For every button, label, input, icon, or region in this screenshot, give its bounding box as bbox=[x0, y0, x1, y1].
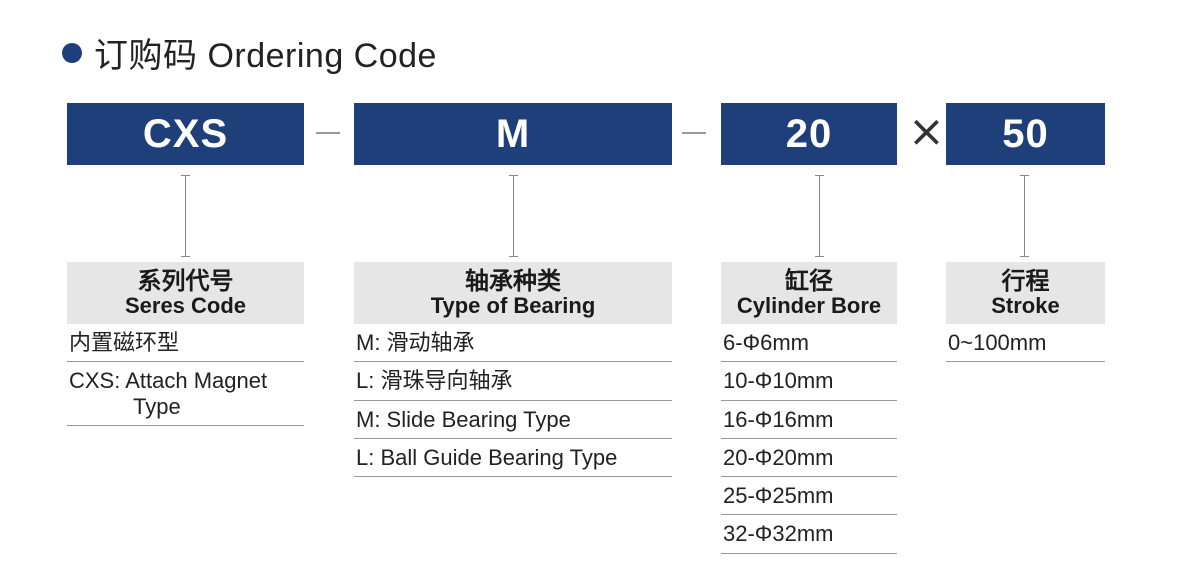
stroke-column-header: 行程 Stroke bbox=[946, 262, 1105, 324]
series-column-header: 系列代号 Seres Code bbox=[67, 262, 304, 324]
bearing-title-zh: 轴承种类 bbox=[465, 267, 561, 295]
stroke-title-zh: 行程 bbox=[1001, 267, 1050, 295]
dash-separator bbox=[316, 132, 340, 134]
connector-line bbox=[815, 175, 824, 257]
ordering-code-heading: 订购码 Ordering Code bbox=[62, 28, 437, 77]
bullet-icon bbox=[62, 42, 82, 63]
table-row: 16-Φ16mm bbox=[721, 401, 897, 439]
table-row: M: 滑动轴承 bbox=[354, 324, 672, 363]
times-separator: × bbox=[908, 106, 945, 157]
table-row: 25-Φ25mm bbox=[721, 477, 897, 516]
table-row: 内置磁环型 bbox=[67, 324, 304, 363]
table-row: L: Ball Guide Bearing Type bbox=[354, 439, 672, 478]
bearing-column-header: 轴承种类 Type of Bearing bbox=[354, 262, 672, 324]
bore-column-header: 缸径 Cylinder Bore bbox=[721, 262, 897, 324]
bore-rows: 6-Φ6mm 10-Φ10mm 16-Φ16mm 20-Φ20mm 25-Φ25… bbox=[721, 324, 897, 554]
code-box-series: CXS bbox=[67, 103, 304, 165]
stroke-rows: 0~100mm bbox=[946, 324, 1105, 363]
attach-line: Type bbox=[133, 393, 181, 419]
bore-title-en: Cylinder Bore bbox=[736, 293, 882, 319]
series-rows: 内置磁环型 CXS: Attach Magnet Type bbox=[67, 324, 304, 426]
table-row: 6-Φ6mm bbox=[721, 324, 897, 363]
table-row: 20-Φ20mm bbox=[721, 439, 897, 478]
code-box-bearing: M bbox=[354, 103, 672, 165]
connector-line bbox=[181, 175, 190, 257]
code-box-stroke: 50 bbox=[946, 103, 1105, 165]
table-row: M: Slide Bearing Type bbox=[354, 401, 672, 439]
stroke-title-en: Stroke bbox=[991, 293, 1060, 319]
bore-title-zh: 缸径 bbox=[785, 267, 833, 295]
dash-separator bbox=[682, 132, 706, 134]
table-row: 0~100mm bbox=[946, 324, 1105, 363]
bearing-rows: M: 滑动轴承 L: 滑珠导向轴承 M: Slide Bearing Type … bbox=[354, 324, 672, 478]
page-title: 订购码 Ordering Code bbox=[94, 37, 437, 75]
table-row: L: 滑珠导向轴承 bbox=[354, 362, 672, 401]
table-row: 32-Φ32mm bbox=[721, 515, 897, 554]
code-box-bore: 20 bbox=[721, 103, 897, 165]
table-row: 10-Φ10mm bbox=[721, 362, 897, 401]
connector-line bbox=[509, 175, 518, 257]
series-title-en: Seres Code bbox=[124, 293, 247, 319]
connector-line bbox=[1020, 175, 1029, 257]
bearing-title-en: Type of Bearing bbox=[430, 293, 596, 319]
series-title-zh: 系列代号 bbox=[137, 267, 234, 295]
attach-line: CXS: Attach Magnet bbox=[69, 368, 268, 394]
table-row: CXS: Attach Magnet Type bbox=[67, 362, 304, 426]
